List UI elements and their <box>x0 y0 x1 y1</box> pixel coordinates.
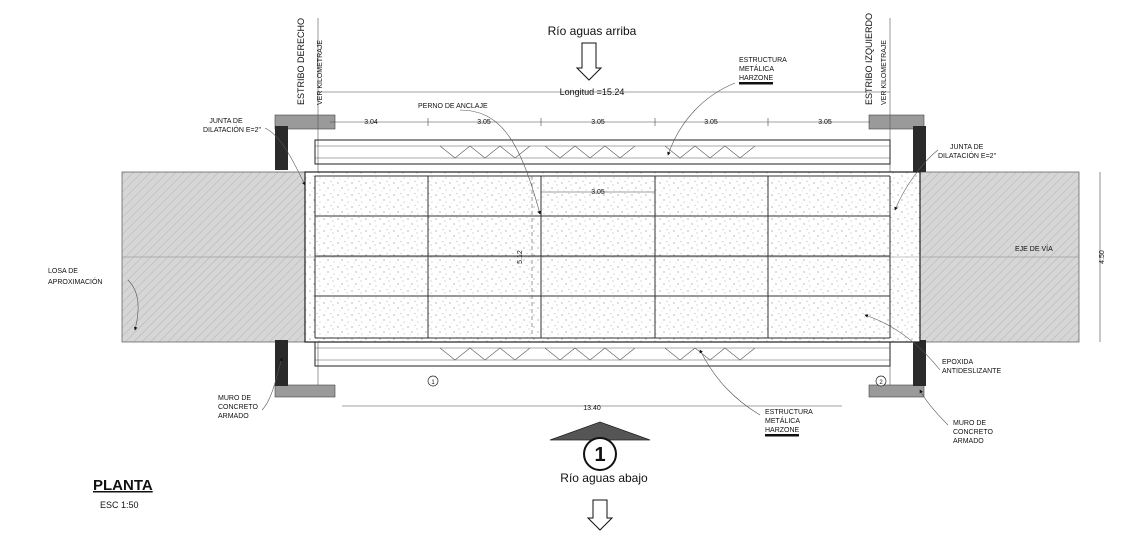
abutment-left-ref: VER KILOMETRAJE <box>881 40 888 105</box>
abutment-right-ref: VER KILOMETRAJE <box>317 40 324 105</box>
wall-right-label-2: CONCRETO <box>953 429 993 436</box>
wall-left-label-1: MURO DE <box>218 395 251 402</box>
axis-label: EJE DE VÍA <box>1015 244 1053 253</box>
width-dim: 4.50 <box>1099 250 1106 264</box>
wall-left-bottom <box>275 340 288 386</box>
wall-left-label-2: CONCRETO <box>218 404 258 411</box>
wall-right-bottom <box>913 340 926 386</box>
length-label: Longitud =15.24 <box>560 87 625 97</box>
span-dim-5: 3.05 <box>818 119 832 126</box>
span-dim-1: 3.04 <box>364 119 378 126</box>
span-dim-2: 3.05 <box>477 119 491 126</box>
upstream-label: Río aguas arriba <box>548 24 637 38</box>
joint-left-label-2: DILATACIÓN E=2" <box>203 125 262 134</box>
slab-label-1: LOSA DE <box>48 268 78 275</box>
joint-right-label-2: DILATACIÓN E=2" <box>938 151 997 160</box>
steel-bottom-label-1: ESTRUCTURA <box>765 409 813 416</box>
section-mark: 1 <box>594 444 605 466</box>
slab-label-2: APROXIMACIÓN <box>48 277 102 286</box>
steel-bottom-label-2: METÁLICA <box>765 416 800 425</box>
wall-left-top <box>275 126 288 170</box>
epoxy-label-2: ANTIDESLIZANTE <box>942 368 1001 375</box>
plan-scale: ESC 1:50 <box>100 500 139 510</box>
steel-top-label-2: METÁLICA <box>739 64 774 73</box>
steel-top-label-1: ESTRUCTURA <box>739 57 787 64</box>
joint-left-label-1: JUNTA DE <box>209 118 243 125</box>
section-circle-icon <box>583 437 617 471</box>
steel-top-label-3: HARZONE <box>739 75 774 82</box>
total-length-dim: 13.40 <box>583 405 601 412</box>
axis-mark-1: 1 <box>431 380 435 386</box>
abutment-left-label: ESTRIBO IZQUIERDO <box>864 13 874 105</box>
wall-left-label-3: ARMADO <box>218 413 249 420</box>
abutment-right-bottom <box>868 384 925 398</box>
abutment-left-bottom <box>274 384 336 398</box>
steel-bottom-label-3: HARZONE <box>765 427 800 434</box>
epoxy-label-1: EPOXIDA <box>942 359 973 366</box>
plan-title: PLANTA <box>93 477 153 494</box>
span-dim-3: 3.05 <box>591 119 605 126</box>
inner-span-dim: 3.05 <box>591 189 605 196</box>
span-dim-4: 3.05 <box>704 119 718 126</box>
steel-truss-bottom <box>314 341 891 367</box>
steel-truss-top <box>314 139 891 165</box>
downstream-arrow-icon <box>586 499 614 531</box>
wall-right-top <box>913 126 926 172</box>
wall-right-label-1: MURO DE <box>953 420 986 427</box>
joint-right-label-1: JUNTA DE <box>950 144 984 151</box>
abutment-right-label: ESTRIBO DERECHO <box>296 18 306 105</box>
wall-right-label-3: ARMADO <box>953 438 984 445</box>
axis-mark-2: 2 <box>879 380 883 386</box>
deck-width-dim: 5.12 <box>517 250 524 264</box>
anchor-bolt-label: PERNO DE ANCLAJE <box>418 103 488 110</box>
downstream-label: Río aguas abajo <box>560 471 648 485</box>
upstream-arrow-icon <box>575 42 603 81</box>
